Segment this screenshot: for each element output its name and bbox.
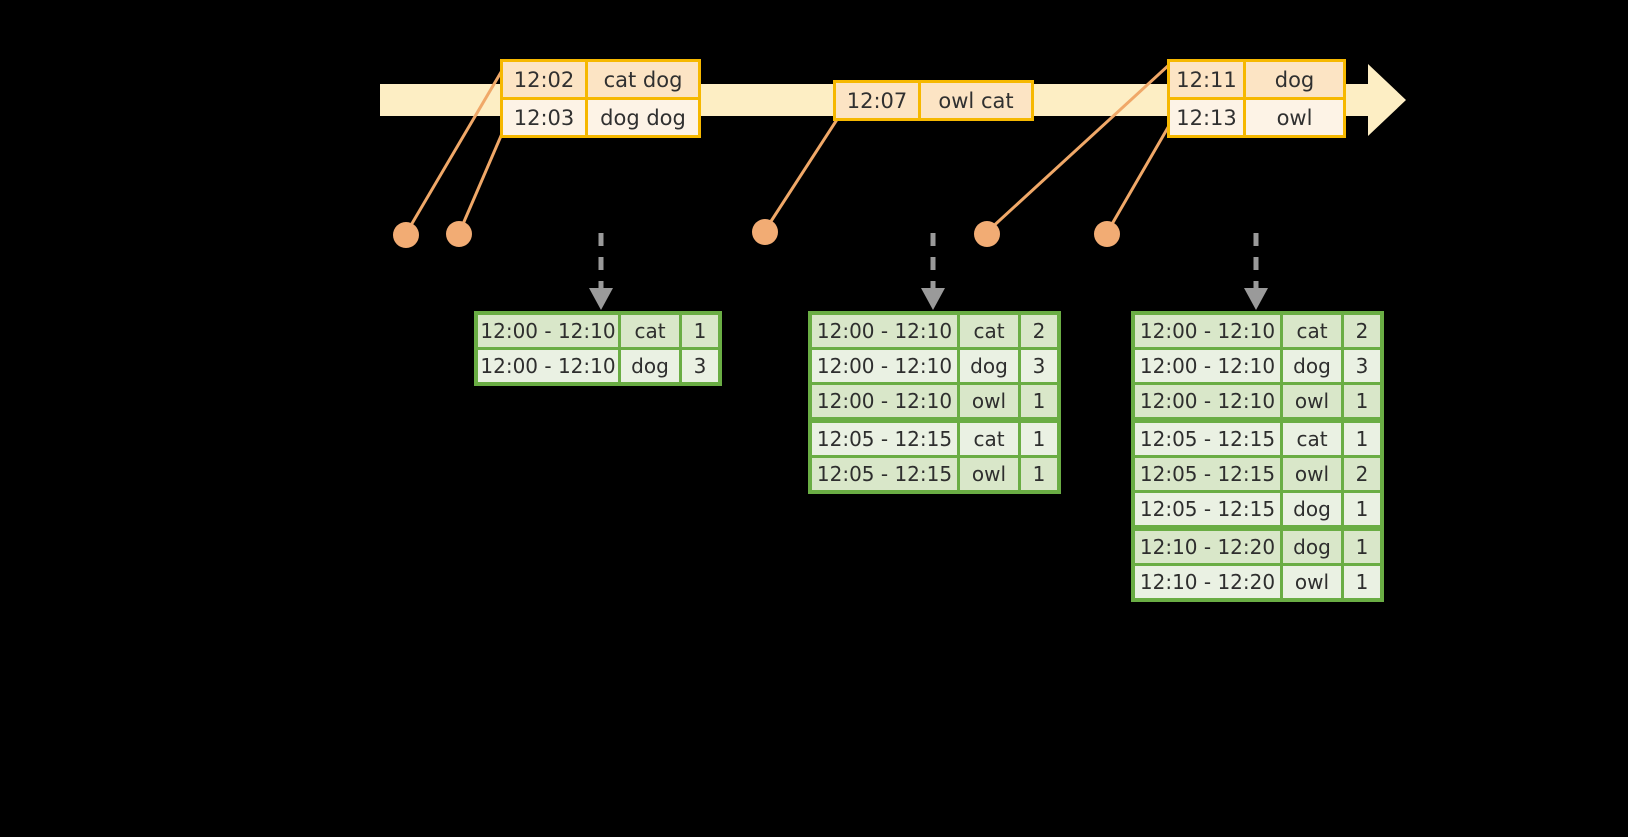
result-cell-word: cat: [1283, 423, 1341, 455]
result-cell-count: 1: [1344, 423, 1380, 455]
event-marker-2: [446, 221, 472, 247]
trigger-arrow-1: [589, 233, 613, 310]
result-cell-count: 3: [1344, 350, 1380, 382]
result-cell-count: 1: [1344, 385, 1380, 417]
event-box-2: 12:07 owl cat: [833, 80, 1034, 121]
result-cell-word: dog: [1283, 531, 1341, 563]
result-cell-window: 12:00 - 12:10: [478, 350, 618, 382]
result-cell-count: 1: [1021, 385, 1057, 417]
event-words: cat dog: [588, 62, 698, 97]
connector-line-5: [1106, 123, 1172, 232]
event-time: 12:07: [836, 83, 921, 118]
result-cell-count: 1: [682, 315, 718, 347]
result-cell-window: 12:05 - 12:15: [1135, 458, 1280, 490]
event-marker-1: [393, 222, 419, 248]
result-cell-count: 2: [1021, 315, 1057, 347]
event-words: dog dog: [588, 100, 698, 135]
result-cell-word: dog: [1283, 350, 1341, 382]
result-cell-word: cat: [960, 315, 1018, 347]
event-box-3: 12:11 dog 12:13 owl: [1167, 59, 1346, 138]
connector-line-1: [405, 61, 509, 233]
result-cell-word: owl: [1283, 566, 1341, 598]
result-cell-count: 2: [1344, 458, 1380, 490]
result-cell-count: 1: [1344, 566, 1380, 598]
event-marker-3: [752, 219, 778, 245]
connector-line-3: [764, 117, 840, 230]
result-cell-count: 1: [1021, 423, 1057, 455]
event-row: 12:07 owl cat: [836, 83, 1031, 118]
result-cell-count: 3: [1021, 350, 1057, 382]
result-cell-count: 1: [1021, 458, 1057, 490]
trigger-arrow-3: [1244, 233, 1268, 310]
result-cell-word: dog: [960, 350, 1018, 382]
result-cell-window: 12:10 - 12:20: [1135, 566, 1280, 598]
result-cell-count: 1: [1344, 493, 1380, 525]
result-cell-window: 12:00 - 12:10: [478, 315, 618, 347]
event-time: 12:02: [503, 62, 588, 97]
event-row: 12:13 owl: [1170, 97, 1343, 135]
result-cell-count: 3: [682, 350, 718, 382]
result-cell-window: 12:00 - 12:10: [1135, 315, 1280, 347]
result-cell-word: cat: [621, 315, 679, 347]
result-cell-word: cat: [960, 423, 1018, 455]
trigger-arrow-2: [921, 233, 945, 310]
result-cell-word: dog: [621, 350, 679, 382]
result-cell-window: 12:10 - 12:20: [1135, 531, 1280, 563]
event-marker-4: [974, 221, 1000, 247]
event-words: owl cat: [921, 83, 1031, 118]
result-cell-window: 12:00 - 12:10: [1135, 350, 1280, 382]
result-cell-count: 2: [1344, 315, 1380, 347]
result-cell-window: 12:00 - 12:10: [812, 385, 957, 417]
event-time: 12:03: [503, 100, 588, 135]
result-cell-word: dog: [1283, 493, 1341, 525]
event-time: 12:13: [1170, 100, 1246, 135]
event-row: 12:02 cat dog: [503, 62, 698, 97]
result-cell-window: 12:00 - 12:10: [812, 315, 957, 347]
result-cell-window: 12:05 - 12:15: [1135, 493, 1280, 525]
result-cell-window: 12:00 - 12:10: [1135, 385, 1280, 417]
event-row: 12:11 dog: [1170, 62, 1343, 97]
event-marker-5: [1094, 221, 1120, 247]
result-cell-window: 12:00 - 12:10: [812, 350, 957, 382]
event-words: dog: [1246, 62, 1343, 97]
trigger-arrows: [589, 233, 1268, 310]
result-cell-window: 12:05 - 12:15: [1135, 423, 1280, 455]
result-cell-word: owl: [1283, 458, 1341, 490]
result-cell-count: 1: [1344, 531, 1380, 563]
connector-line-2: [458, 121, 509, 232]
result-cell-window: 12:05 - 12:15: [812, 458, 957, 490]
event-row: 12:03 dog dog: [503, 97, 698, 135]
event-box-1: 12:02 cat dog 12:03 dog dog: [500, 59, 701, 138]
event-words: owl: [1246, 100, 1343, 135]
result-cell-word: owl: [960, 385, 1018, 417]
result-cell-word: cat: [1283, 315, 1341, 347]
event-time: 12:11: [1170, 62, 1246, 97]
result-cell-word: owl: [960, 458, 1018, 490]
result-cell-word: owl: [1283, 385, 1341, 417]
event-markers: [393, 219, 1120, 248]
result-cell-window: 12:05 - 12:15: [812, 423, 957, 455]
